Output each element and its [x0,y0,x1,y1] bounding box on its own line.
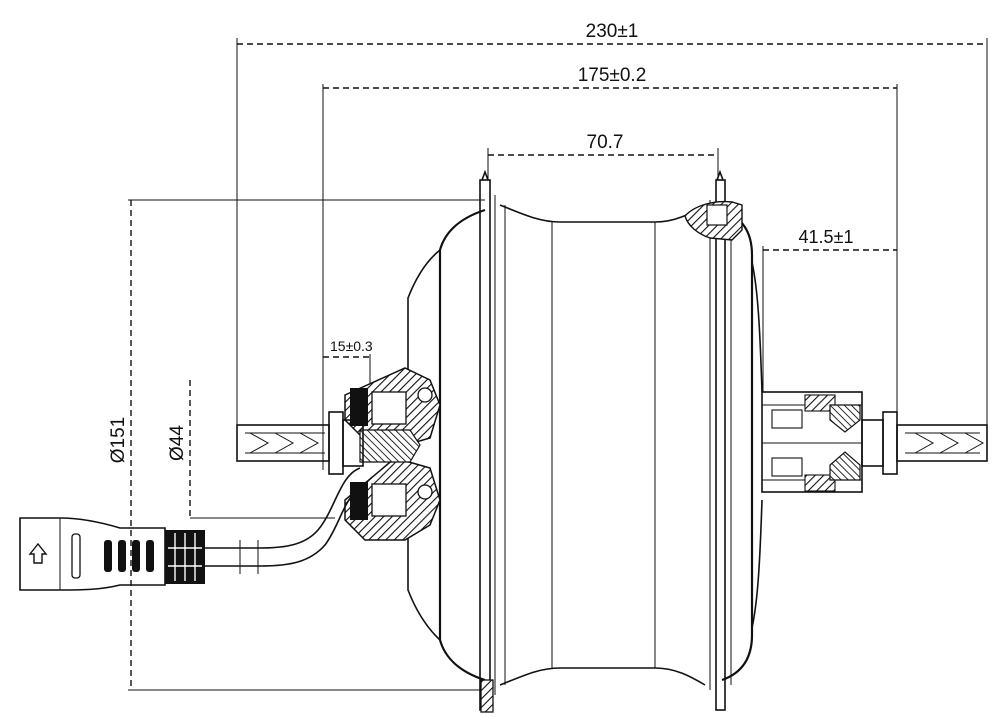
label-dropout-width: 175±0.2 [578,65,647,86]
dimension-shell-diameter: Ø151 [108,199,485,691]
label-axle-diameter: Ø44 [167,425,188,461]
arrow-icon [28,542,48,564]
dimension-overall-width: 230±1 [236,21,988,460]
hub-shell [407,169,763,713]
dimension-flange-spacing: 70.7 [487,132,719,180]
dimension-axle-diameter: Ø44 [167,380,335,519]
power-cable [205,467,361,574]
label-flange-spacing: 70.7 [587,132,624,153]
dimension-right-offset: 41.5±1 [762,227,897,392]
dimension-left-offset: 15±0.3 [323,338,373,386]
label-overall-width: 230±1 [586,21,639,42]
label-shell-diameter: Ø151 [108,417,129,463]
axle [236,411,988,475]
cable-connector [19,517,205,591]
right-bearing-section [761,391,863,493]
left-bearing-section [344,367,441,541]
dimension-dropout-width: 175±0.2 [322,65,898,470]
label-left-offset: 15±0.3 [330,338,373,354]
label-right-offset: 41.5±1 [799,227,854,247]
